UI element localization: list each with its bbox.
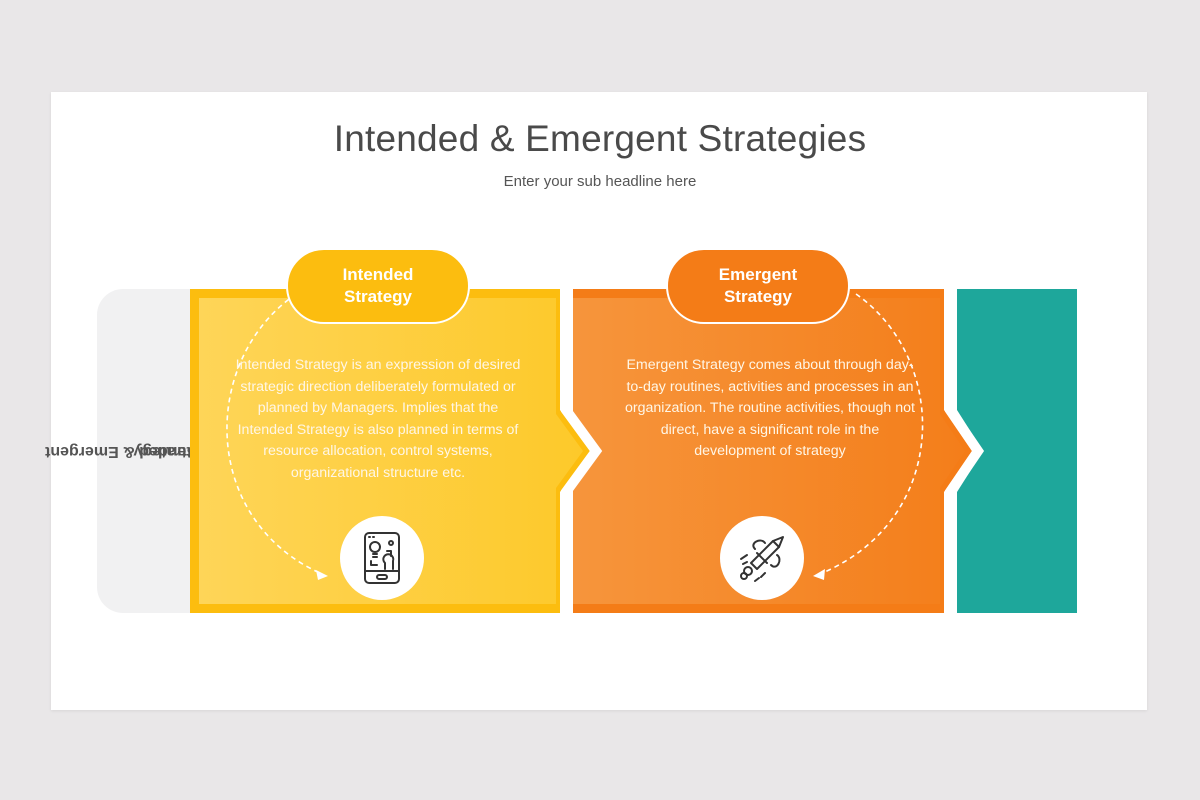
emergent-strategy-description: Emergent Strategy comes about through da… (625, 357, 915, 459)
smartphone-idea-icon (364, 532, 400, 584)
emergent-arc-arrowhead (813, 569, 825, 580)
intended-strategy-description: Intended Strategy is an expression of de… (235, 357, 521, 481)
slide-subtitle: Enter your sub headline here (503, 173, 697, 190)
intended-dashed-arc (226, 293, 323, 575)
teal-panel-shape (945, 289, 1077, 613)
emergent-dashed-arc (819, 293, 924, 575)
emergent-panel-shape (561, 289, 972, 613)
slide-title: Intended & Emergent Strategies (333, 118, 867, 159)
intended-heading-line2: Strategy (343, 287, 413, 306)
emergent-heading-line2: Strategy (723, 287, 792, 306)
rocket-icon (740, 536, 784, 582)
intended-icon-badge (340, 516, 424, 600)
intended-heading-line1: Intended (342, 265, 414, 284)
emergent-icon-badge (720, 516, 804, 600)
intended-arc-arrowhead (316, 570, 328, 580)
intended-panel-shape (190, 289, 590, 613)
emergent-heading-line1: Emergent (718, 265, 798, 284)
